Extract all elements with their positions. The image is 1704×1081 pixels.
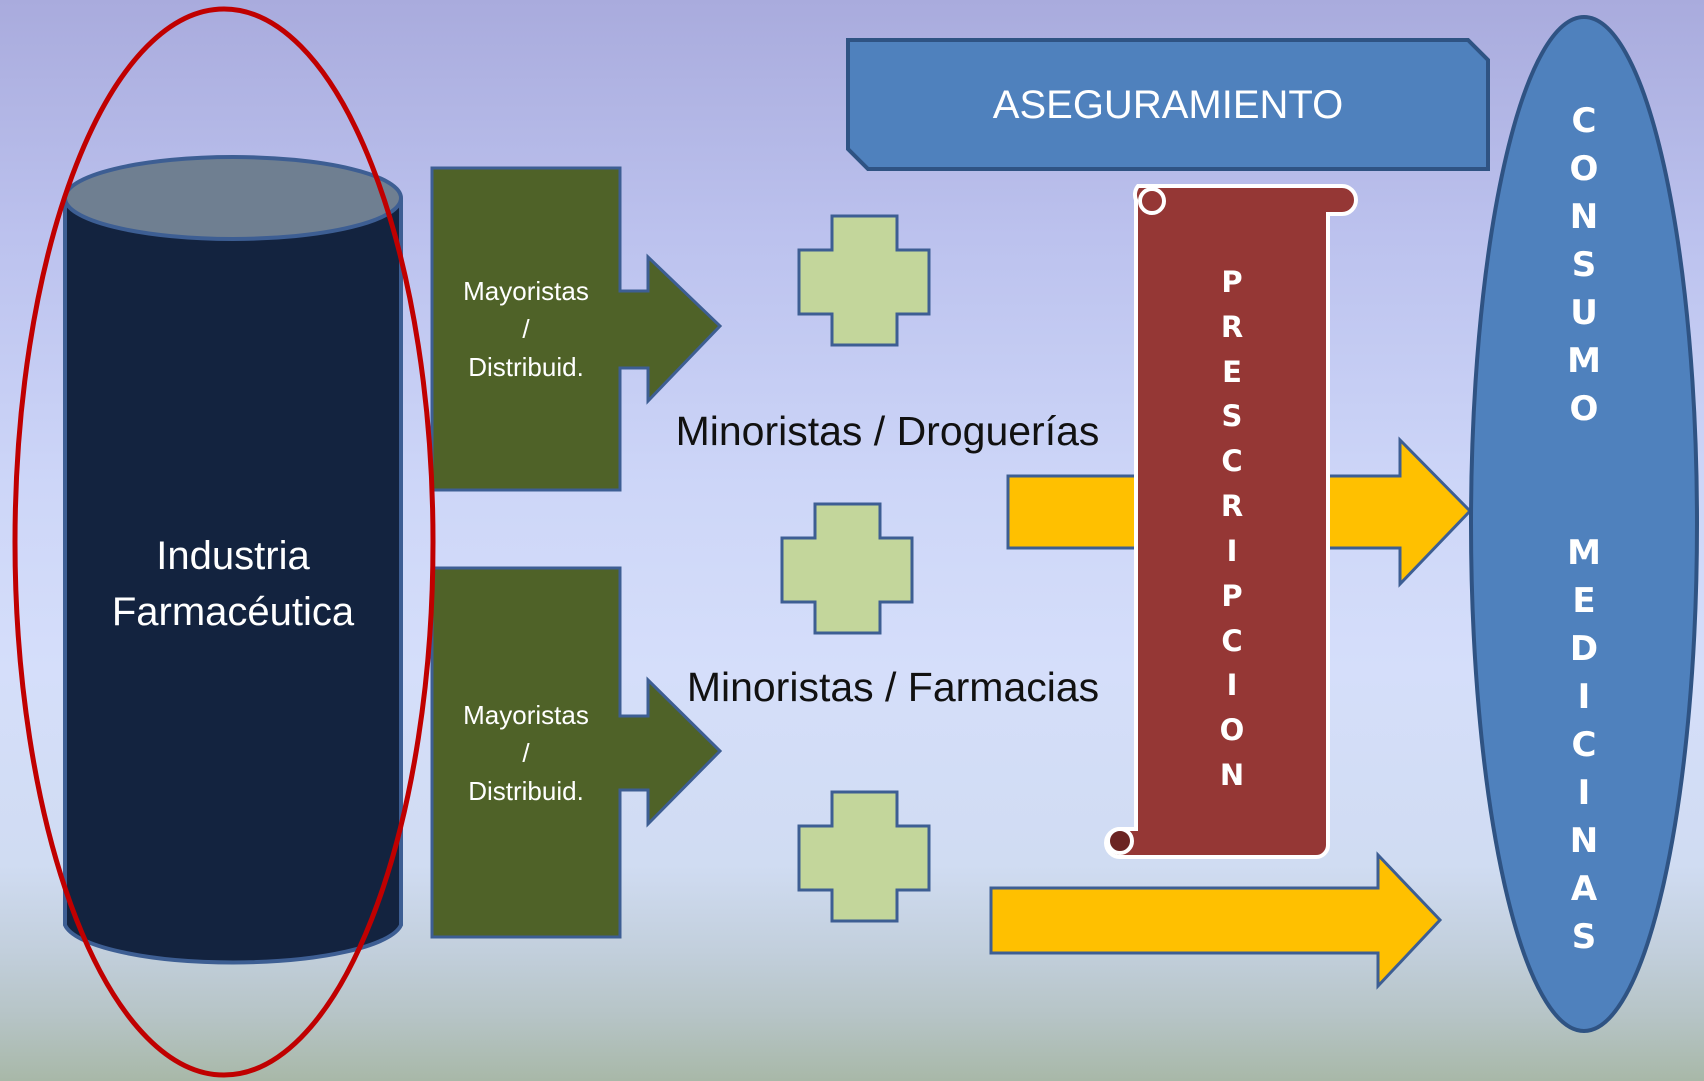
plus-cross-icon bbox=[797, 214, 931, 347]
wholesaler-bottom-line3: Distribuid. bbox=[468, 776, 584, 806]
consumption-letter: D bbox=[1569, 629, 1599, 669]
prescription-letter: R bbox=[1220, 489, 1244, 524]
consumption-letter: N bbox=[1569, 821, 1599, 861]
consumption-letter: I bbox=[1577, 677, 1591, 717]
prescription-letter: S bbox=[1221, 399, 1243, 434]
prescription-letter: C bbox=[1221, 623, 1243, 658]
prescription-scroll bbox=[1104, 184, 1358, 859]
industry-label-line2: Farmacéutica bbox=[111, 590, 355, 634]
consumption-letter bbox=[1578, 440, 1590, 474]
consumption-letter: S bbox=[1571, 245, 1597, 285]
prescription-letter: E bbox=[1222, 354, 1242, 389]
wholesaler-top-line2: / bbox=[522, 314, 530, 344]
consumption-letter: O bbox=[1569, 149, 1599, 189]
consumption-letter: O bbox=[1569, 389, 1599, 429]
prescription-letter: I bbox=[1226, 668, 1238, 703]
consumption-letter: S bbox=[1571, 917, 1597, 957]
prescription-letter: O bbox=[1219, 713, 1245, 748]
consumption-letter: C bbox=[1571, 101, 1597, 141]
prescription-letter: P bbox=[1221, 578, 1243, 613]
industry-cylinder bbox=[63, 155, 403, 965]
consumption-letter: N bbox=[1569, 197, 1599, 237]
wholesaler-top-line3: Distribuid. bbox=[468, 352, 584, 382]
wholesaler-arrow-bottom bbox=[430, 566, 723, 939]
insurance-banner bbox=[846, 38, 1490, 171]
consumption-ellipse bbox=[1469, 15, 1699, 1033]
industry-label: Industria Farmacéutica bbox=[65, 528, 401, 640]
consumption-letter: M bbox=[1567, 533, 1601, 573]
consumption-letter: M bbox=[1567, 341, 1601, 381]
wholesaler-top-line1: Mayoristas bbox=[463, 276, 589, 306]
consumption-letter: C bbox=[1571, 725, 1597, 765]
consumption-letter bbox=[1578, 488, 1590, 522]
industry-label-line1: Industria bbox=[156, 534, 310, 578]
prescription-letter: I bbox=[1226, 533, 1238, 568]
consumption-letter: A bbox=[1570, 869, 1598, 909]
consumption-letter: E bbox=[1572, 581, 1596, 621]
prescription-letter: N bbox=[1219, 757, 1245, 792]
wholesaler-bottom-line2: / bbox=[522, 738, 530, 768]
retail-pharmacies-label: Minoristas / Farmacias bbox=[686, 664, 1100, 710]
plus-cross-icon bbox=[780, 502, 914, 635]
plus-cross-icon bbox=[797, 790, 931, 923]
insurance-label: ASEGURAMIENTO bbox=[992, 83, 1344, 127]
highlight-ring bbox=[12, 6, 436, 1078]
prescription-letter: C bbox=[1221, 444, 1243, 479]
consumption-letter: I bbox=[1577, 773, 1591, 813]
prescription-letter: R bbox=[1220, 309, 1244, 344]
prescription-letter: P bbox=[1221, 265, 1243, 299]
wholesaler-label-bottom: Mayoristas / Distribuid. bbox=[432, 696, 620, 810]
wholesaler-arrow-top bbox=[430, 166, 723, 492]
yellow-arrow-bottom bbox=[989, 851, 1443, 990]
consumption-letter: U bbox=[1570, 293, 1598, 333]
wholesaler-label-top: Mayoristas / Distribuid. bbox=[432, 272, 620, 386]
wholesaler-bottom-line1: Mayoristas bbox=[463, 700, 589, 730]
retail-drugstores-label: Minoristas / Droguerías bbox=[675, 408, 1100, 454]
